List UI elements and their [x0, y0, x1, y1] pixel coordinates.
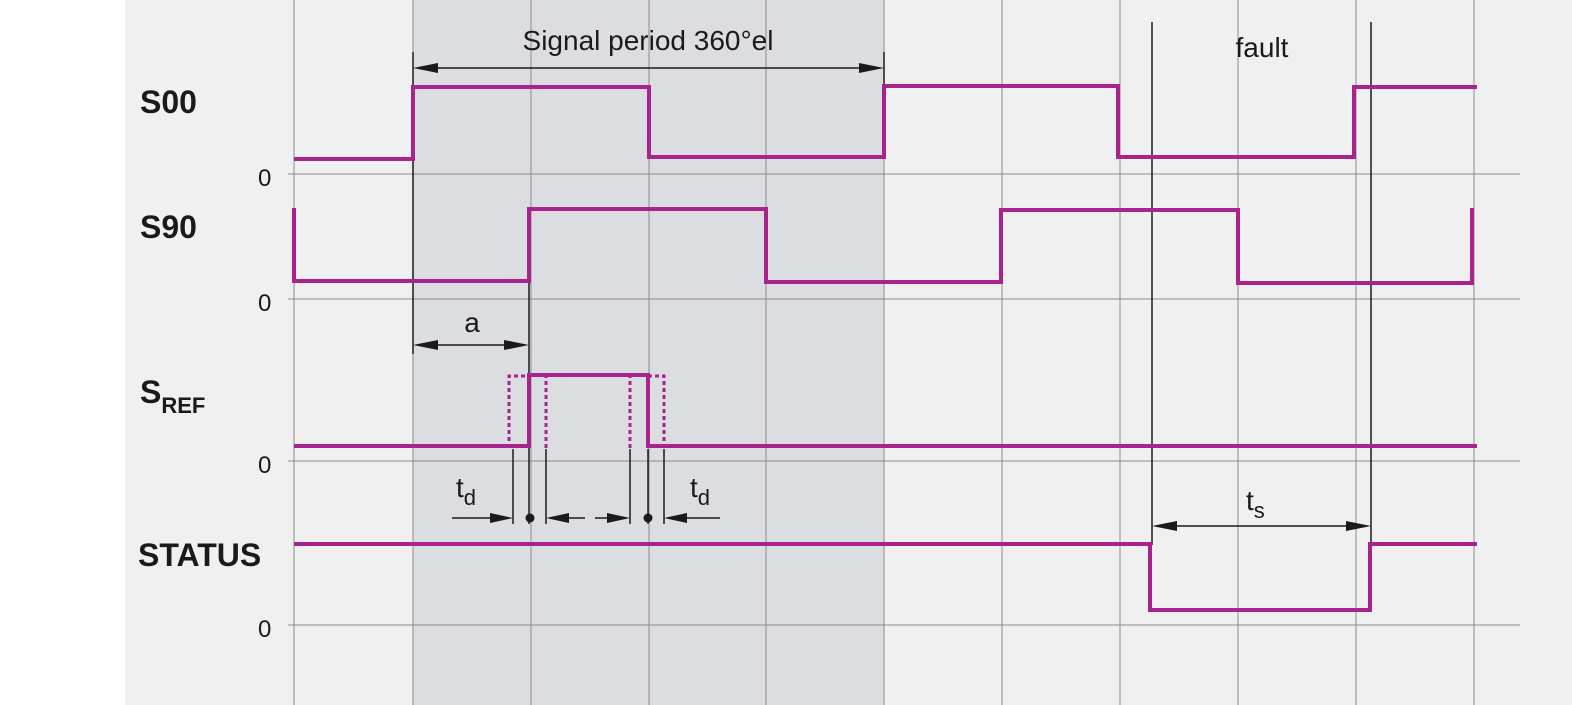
- td-right-label-sub: d: [698, 485, 710, 510]
- zero-baselines: [288, 173, 1520, 626]
- fault-label: fault: [1236, 32, 1289, 63]
- sref-label-sub: REF: [161, 393, 205, 418]
- sref-early-rising-edge: [507, 374, 529, 448]
- td-left-center-dot: [525, 513, 535, 523]
- ts-label-sub: s: [1254, 498, 1265, 523]
- s00-waveform: [294, 84, 1477, 161]
- td-right-arrowhead-out: [664, 513, 687, 523]
- status-zero-label: 0: [258, 616, 271, 643]
- waveforms: [292, 84, 1477, 612]
- ts-arrowhead-right: [1346, 521, 1371, 531]
- td-right-label: td: [690, 472, 710, 510]
- td-right-label-main: t: [690, 472, 698, 503]
- s90-zero-label: 0: [258, 290, 271, 317]
- td-right-center-dot: [643, 513, 653, 523]
- s90-waveform: [292, 207, 1474, 285]
- s90-label: S90: [140, 209, 197, 245]
- sref-label-main: S: [140, 374, 161, 410]
- signal-labels: S00 S90 SREF STATUS: [138, 84, 261, 573]
- a-arrowhead-right: [504, 340, 529, 350]
- ts-label: ts: [1246, 485, 1265, 523]
- a-label: a: [464, 307, 480, 338]
- dimension-arrows: [413, 63, 1371, 531]
- a-arrowhead-left: [413, 340, 438, 350]
- sref-waveform: [294, 373, 1477, 448]
- s00-label: S00: [140, 84, 197, 120]
- ts-arrowhead-left: [1152, 521, 1177, 531]
- annotation-labels: Signal period 360°el fault a td td ts: [456, 25, 1289, 523]
- td-left-label: td: [456, 472, 476, 510]
- sref-zero-label: 0: [258, 452, 271, 479]
- sref-label: SREF: [140, 374, 205, 418]
- status-waveform: [294, 542, 1477, 612]
- signal-period-label: Signal period 360°el: [523, 25, 774, 56]
- period-arrowhead-right: [859, 63, 884, 73]
- td-right-arrowhead-in: [607, 513, 630, 523]
- td-left-label-sub: d: [464, 485, 476, 510]
- sref-tolerance-edges: [507, 374, 666, 448]
- td-left-arrowhead-out: [546, 513, 569, 523]
- td-left-arrowhead-in: [490, 513, 513, 523]
- zero-labels: 0 0 0 0: [258, 165, 271, 643]
- period-arrowhead-left: [413, 63, 438, 73]
- td-left-label-main: t: [456, 472, 464, 503]
- ts-label-main: t: [1246, 485, 1254, 516]
- sref-late-falling-edge: [648, 374, 666, 448]
- status-label: STATUS: [138, 537, 261, 573]
- s00-zero-label: 0: [258, 165, 271, 192]
